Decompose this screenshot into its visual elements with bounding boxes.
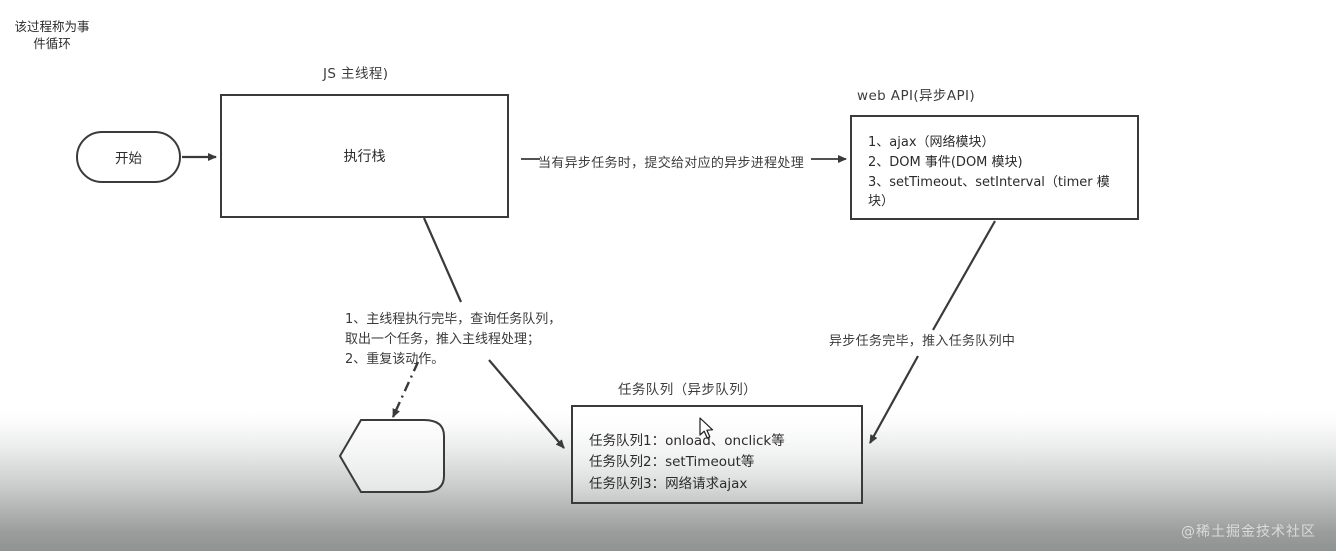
annotation-line-2: 取出一个任务，推入主线程处理； [345,332,541,348]
task-queue-item-3: 任务队列3：网络请求ajax [589,475,748,492]
web-api-item-2: 2、DOM 事件(DOM 模块) [868,154,1023,170]
task-queue-item-2: 任务队列2：setTimeout等 [589,454,755,471]
edge-webapi-to-task-queue-upper [932,220,996,331]
annotation-event-loop-steps: 1、主线程执行完毕，查询任务队列， 取出一个任务，推入主线程处理； 2、重复该动… [345,310,561,370]
node-event-loop-label-line1: 该过程称为事 [14,19,90,35]
caption-task-queue: 任务队列（异步队列） [618,382,757,398]
watermark: @稀土掘金技术社区 [1181,524,1316,540]
node-start-label: 开始 [115,151,142,167]
edge-label-to-web-api: 当有异步任务时，提交给对应的异步进程处理 [538,156,805,171]
task-queue-item-1: 任务队列1：onload、onclick等 [589,433,785,449]
node-event-loop-label: 该过程称为事 件循环 [0,0,104,72]
caption-js-main-thread: JS 主线程) [323,66,389,82]
edge-webapi-to-task-queue-lower [869,355,919,444]
node-task-queue[interactable]: 任务队列1：onload、onclick等 任务队列2：setTimeout等 … [571,405,863,504]
node-web-api[interactable]: 1、ajax（网络模块） 2、DOM 事件(DOM 模块) 3、setTimeo… [850,115,1139,220]
annotation-line-3: 2、重复该动作。 [345,352,445,368]
node-execution-stack[interactable]: 执行栈 [220,94,509,218]
node-event-loop-label-line2: 件循环 [33,36,71,51]
event-loop-hexagon-outline [338,419,445,493]
node-event-loop[interactable]: 该过程称为事 件循环 [0,0,104,72]
edge-label-to-task-queue: 异步任务完毕，推入任务队列中 [829,334,1016,349]
mouse-cursor-icon [699,417,714,439]
node-execution-stack-label: 执行栈 [343,149,386,165]
edge-exec-stack-to-note [422,217,463,303]
caption-web-api: web API(异步API) [857,88,976,104]
node-start[interactable]: 开始 [76,131,181,183]
annotation-line-1: 1、主线程执行完毕，查询任务队列， [345,312,562,327]
edge-note-to-task-queue [488,359,565,449]
web-api-item-3: 3、setTimeout、setInterval（timer 模块） [868,174,1110,210]
web-api-item-1: 1、ajax（网络模块） [868,135,995,150]
